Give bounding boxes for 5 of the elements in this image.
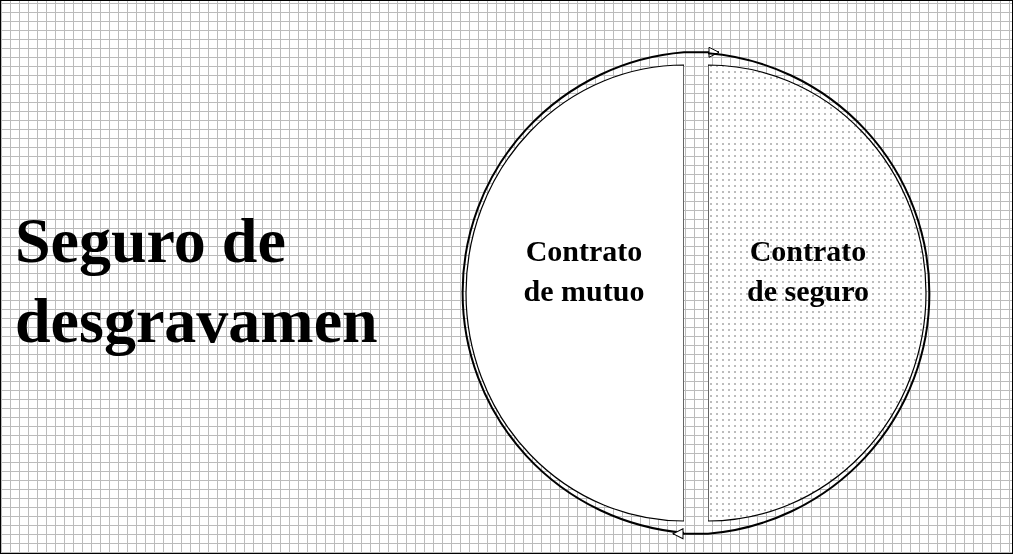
curved-arrow — [672, 52, 930, 540]
node-label: Contrato de mutuo — [522, 233, 646, 309]
curved-arrow — [462, 46, 720, 534]
heading: Seguro de desgravamen — [15, 204, 379, 358]
node-label: Contrato de seguro — [746, 233, 870, 309]
